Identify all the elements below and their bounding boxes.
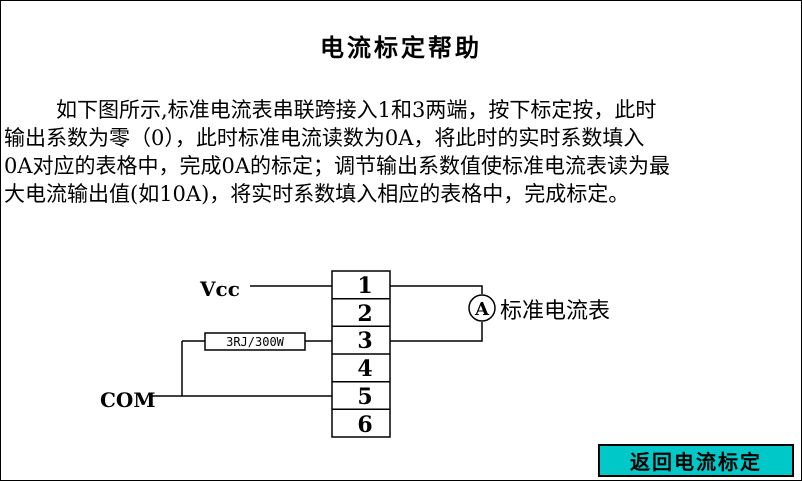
terminal-6-label: 6 xyxy=(357,412,372,438)
com-label: COM xyxy=(100,388,155,412)
terminal-5-label: 5 xyxy=(357,384,372,410)
ammeter-symbol: A xyxy=(474,299,490,320)
ammeter-label: 标准电流表 xyxy=(500,299,610,324)
terminal-3-label: 3 xyxy=(357,328,372,354)
help-paragraph: 如下图所示,标准电流表串联跨接入1和3两端，按下标定按，此时 输出系数为零（0）… xyxy=(4,96,794,208)
back-to-calibration-button[interactable]: 返回电流标定 xyxy=(598,444,794,477)
vcc-label: Vcc xyxy=(199,277,240,301)
ammeter-icon xyxy=(468,294,496,322)
terminal-1-label: 1 xyxy=(357,273,372,299)
resistor-label: 3RJ/300W xyxy=(226,335,285,349)
terminal-2-label: 2 xyxy=(357,301,372,327)
help-line-4: 大电流输出值(如10A)，将实时系数填入相应的表格中，完成标定。 xyxy=(4,182,630,206)
ammeter-top-wire xyxy=(390,285,483,294)
terminal-4-label: 4 xyxy=(357,356,372,382)
page-title: 电流标定帮助 xyxy=(320,34,482,62)
help-line-2: 输出系数为零（0），此时标准电流读数为0A，将此时的实时系数填入 xyxy=(4,126,645,150)
help-line-3: 0A对应的表格中，完成0A的标定；调节输出系数值使标准电流表读为最 xyxy=(4,154,671,178)
help-line-1: 如下图所示,标准电流表串联跨接入1和3两端，按下标定按，此时 xyxy=(56,98,657,122)
ammeter-bottom-wire xyxy=(390,322,483,342)
